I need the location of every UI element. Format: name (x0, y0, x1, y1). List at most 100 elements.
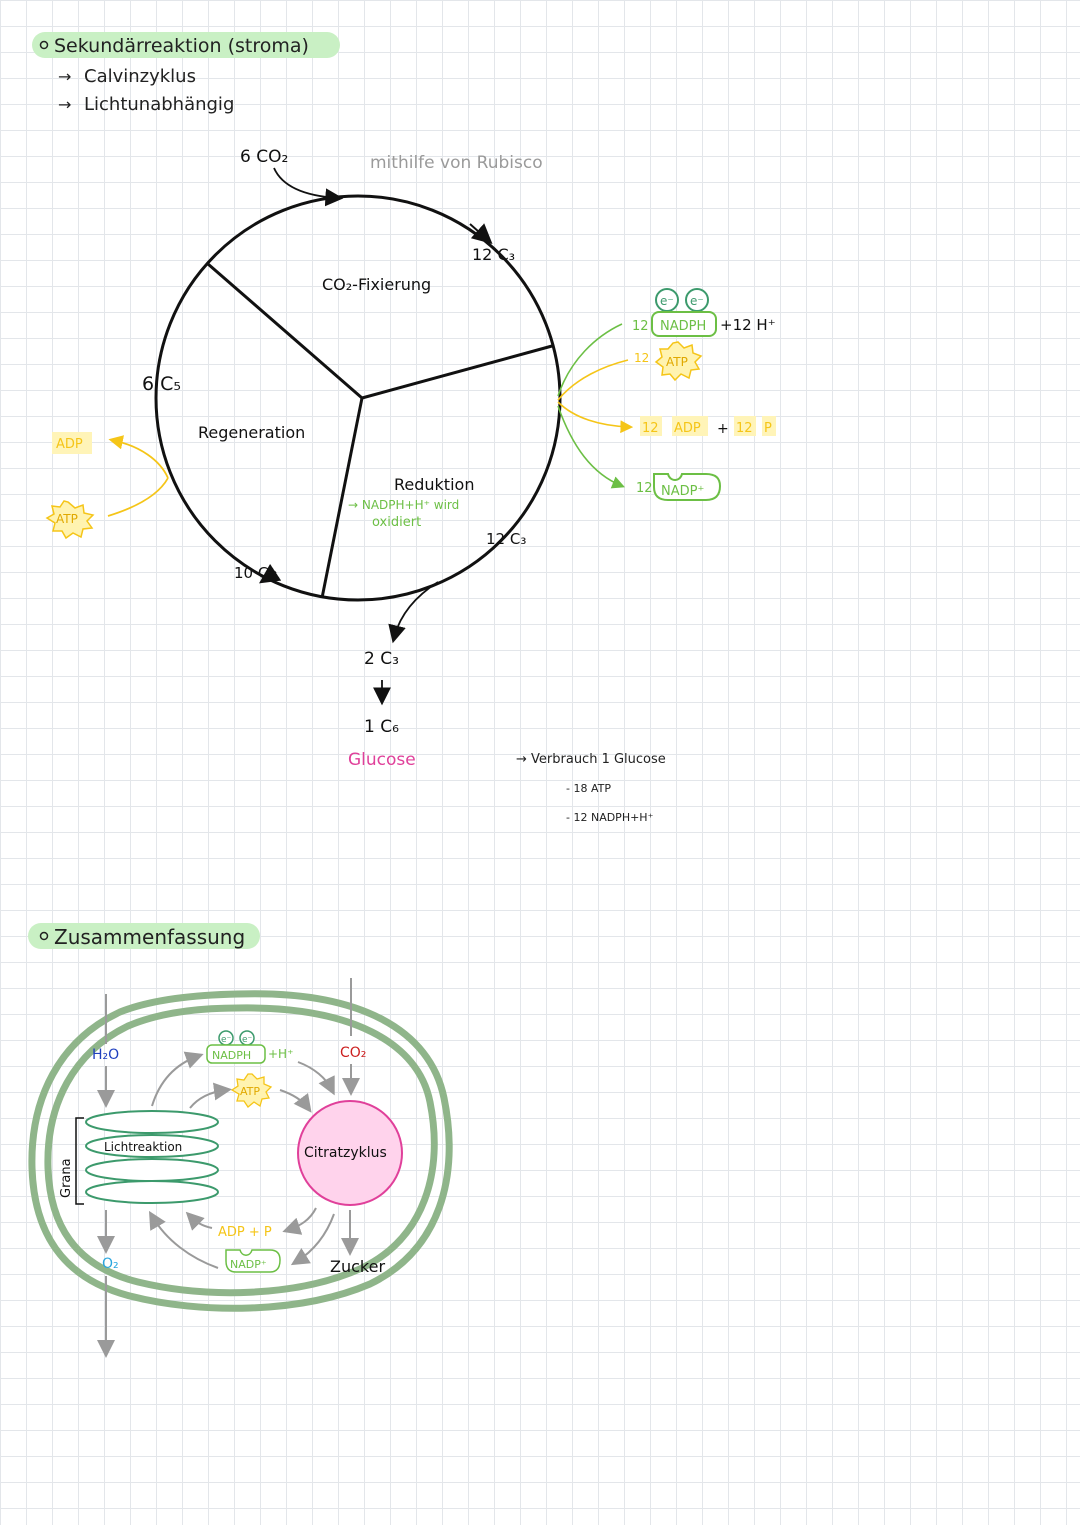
adp-to-grana-arrow (185, 1211, 213, 1231)
electron-label: e⁻ (660, 294, 674, 308)
nadp-box (653, 473, 722, 501)
glucose-label: Glucose (348, 750, 416, 770)
svg-text:→: → (58, 95, 71, 114)
plus-sign: + (717, 421, 729, 437)
bullet-lichtunabhaengig: Lichtunabhängig (84, 94, 234, 115)
atp-in-arrow (557, 359, 629, 401)
h2o-label: H₂O (92, 1047, 119, 1063)
summary-adp-p-label: ADP + P (218, 1225, 272, 1240)
heading-highlight (32, 32, 340, 58)
electron-label: e⁻ (242, 1035, 253, 1045)
zucker-label: Zucker (330, 1257, 385, 1276)
divider-line-reduction-regeneration (320, 397, 364, 599)
phase-reduction-label: Reduktion (394, 475, 474, 494)
thylakoid-disc (85, 1180, 219, 1204)
reduction-note-line2: oxidiert (372, 515, 421, 530)
section1-bullet-2: → Lichtunabhängig (58, 94, 234, 115)
adp-count-highlight (640, 416, 662, 436)
grana-to-nadph-arrow (151, 1051, 204, 1107)
heading2-highlight (28, 923, 260, 949)
bottom-left-arrowhead (259, 563, 282, 584)
nadph-to-calvin-arrow (297, 1061, 335, 1096)
nadph-box (651, 311, 717, 337)
grana-stack (85, 1110, 219, 1204)
p-count-highlight (734, 416, 756, 436)
electron-pair-right: e⁻ e⁻ (655, 288, 709, 312)
nadp-to-grana-arrow (148, 1210, 219, 1269)
bullet-calvinzyklus: Calvinzyklus (84, 66, 196, 87)
out-c3-label: 2 C₃ (364, 649, 399, 669)
reduction-note-line1: → NADPH+H⁺ wird (348, 498, 459, 512)
adp-count: 12 (642, 421, 659, 436)
consumption-atp: - 18 ATP (566, 782, 611, 795)
electron-label: e⁻ (690, 294, 704, 308)
chloroplast-outer-membrane (28, 990, 453, 1312)
h-plus-label: +12 H⁺ (720, 316, 776, 334)
summary-nadp-label: NADP⁺ (230, 1258, 267, 1271)
divider-line-fixation-reduction (361, 344, 553, 400)
consumption-nadph: - 12 NADPH+H⁺ (566, 811, 654, 824)
nadph-label: NADPH (660, 319, 706, 334)
summary-nadp-box (225, 1249, 281, 1273)
lichtreaktion-label: Lichtreaktion (104, 1140, 182, 1154)
nadp-count: 12 (636, 481, 653, 496)
left-atp-label: ATP (56, 512, 78, 526)
thylakoid-disc (85, 1134, 219, 1158)
chloroplast-inner-membrane (44, 1004, 438, 1297)
adp-out-arrow (557, 401, 634, 434)
summary-atp-label: ATP (240, 1085, 260, 1098)
left-c5-label: 6 C₅ (142, 373, 181, 395)
svg-text:→: → (58, 67, 71, 86)
bottom-right-c3-label: 12 C₃ (486, 530, 526, 548)
calvin-to-nadp-arrow (290, 1213, 335, 1266)
adp-highlight (672, 416, 708, 436)
chloroplast (28, 990, 453, 1312)
p-label: P (764, 421, 772, 436)
left-atp-starburst-icon (45, 500, 95, 540)
rubisco-note: mithilfe von Rubisco (370, 153, 543, 173)
left-atp-arrow (107, 477, 169, 517)
divider-line-fixation-regeneration (207, 262, 363, 400)
summary-nadph-box (206, 1044, 266, 1064)
bullet-icon (39, 931, 49, 941)
nadph-in-arrow (557, 323, 623, 397)
co2-input-label: 6 CO₂ (240, 147, 288, 167)
co2-input-arrow (273, 167, 344, 207)
bullet-icon (39, 40, 49, 50)
atp-label: ATP (666, 355, 688, 369)
o2-label: O₂ (102, 1256, 119, 1272)
output-arrow (388, 581, 439, 644)
phase-fixation-label: CO₂-Fixierung (322, 275, 431, 294)
nadp-out-arrow (557, 405, 625, 489)
thylakoid-disc (85, 1158, 219, 1182)
section1-bullet-1: → Calvinzyklus (58, 66, 196, 87)
p-highlight (762, 416, 776, 436)
citratzyklus-label: Citratzyklus (304, 1145, 387, 1161)
out-c6-label: 1 C₆ (364, 717, 399, 737)
electron-label: e⁻ (221, 1035, 232, 1045)
bottom-left-c3-label: 10 C₃ (234, 564, 274, 582)
summary-h-plus-label: +H⁺ (268, 1047, 293, 1061)
atp-to-calvin-arrow (279, 1089, 312, 1113)
summary-atp-starburst-icon (230, 1073, 273, 1108)
section2-heading: Zusammenfassung (54, 925, 245, 949)
nadp-label: NADP⁺ (661, 484, 704, 499)
grana-to-atp-arrow (189, 1082, 232, 1109)
top-c3-label: 12 C₃ (472, 245, 515, 264)
consumption-title: → Verbrauch 1 Glucose (516, 752, 666, 767)
left-adp-arrow (108, 435, 169, 479)
adp-label: ADP (674, 421, 701, 436)
left-adp-highlight (52, 432, 92, 454)
summary-co2-label: CO₂ (340, 1045, 366, 1061)
top-c3-arrowhead (469, 223, 493, 244)
atp-count: 12 (634, 351, 649, 365)
p-count: 12 (736, 421, 753, 436)
left-adp-label: ADP (56, 437, 83, 452)
nadph-count: 12 (632, 319, 649, 334)
calvin-to-adp-arrow (282, 1207, 317, 1235)
citratzyklus-circle (297, 1100, 403, 1206)
right-arrows (557, 323, 634, 489)
atp-starburst-icon (654, 341, 703, 382)
grana-bracket (75, 1117, 84, 1205)
